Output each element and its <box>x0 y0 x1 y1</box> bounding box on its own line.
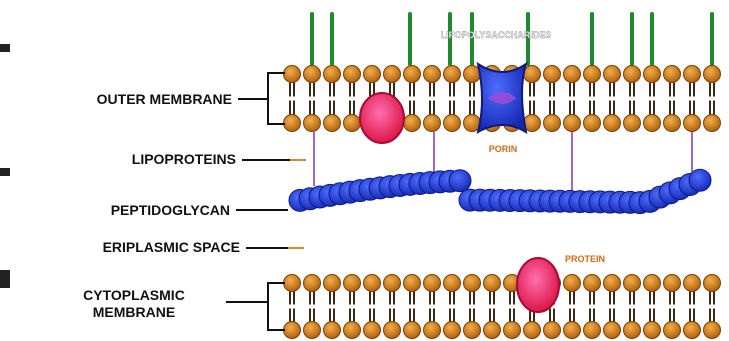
outer-lipid-head <box>404 66 421 83</box>
outer-lipid-head <box>624 115 641 132</box>
peptidoglycan-chain <box>289 169 711 213</box>
cyto-lipid-head <box>624 322 641 339</box>
cyto-lipid-head <box>324 322 341 339</box>
cyto-lipid-head <box>284 275 301 292</box>
outer-lipid-head <box>664 115 681 132</box>
outer-lipid-head <box>344 66 361 83</box>
outer-membrane-protein <box>360 93 404 143</box>
cyto-lipid-head <box>484 275 501 292</box>
cyto-lipid-head <box>704 275 721 292</box>
outer-lipid-head <box>324 115 341 132</box>
cyto-lipid-head <box>524 322 541 339</box>
cyto-lipid-head <box>384 322 401 339</box>
cyto-lipid-head <box>604 275 621 292</box>
outer-lipid-head <box>584 115 601 132</box>
cyto-lipid-head <box>364 322 381 339</box>
cyto-lipid-head <box>284 322 301 339</box>
cyto-lipid-head <box>504 322 521 339</box>
outer-lipid-head <box>284 66 301 83</box>
outer-lipid-head <box>524 66 541 83</box>
outer-membrane-label: OUTER MEMBRANE <box>97 91 232 107</box>
outer-lipid-head <box>384 66 401 83</box>
outer-lipid-head <box>604 66 621 83</box>
outer-lipid-head <box>364 66 381 83</box>
outer-lipid-head <box>564 115 581 132</box>
edge-fragment-3 <box>0 270 10 288</box>
peptidoglycan-label: PEPTIDOGLYCAN <box>111 202 230 218</box>
outer-lipid-head <box>644 66 661 83</box>
cyto-lipid-head <box>444 322 461 339</box>
cyto-lipid-head <box>684 275 701 292</box>
outer-lipid-head <box>444 115 461 132</box>
lipopolysaccharides-label: LIPOPOLYSACCHARIDES <box>441 30 552 40</box>
outer-lipid-head <box>604 115 621 132</box>
cyto-lipid-head <box>464 275 481 292</box>
cyto-lipid-head <box>384 275 401 292</box>
outer-lipid-head <box>444 66 461 83</box>
cyto-lipid-head <box>344 275 361 292</box>
cyto-lipid-head <box>424 322 441 339</box>
outer-lipid-head <box>424 115 441 132</box>
outer-lipid-head <box>324 66 341 83</box>
cytoplasmic-membrane-protein <box>517 258 559 312</box>
cyto-lipid-head <box>584 322 601 339</box>
cyto-lipid-head <box>364 275 381 292</box>
cyto-lipid-head <box>584 275 601 292</box>
cyto-lipid-head <box>404 275 421 292</box>
outer-lipid-head <box>664 66 681 83</box>
outer-lipid-head <box>684 115 701 132</box>
cyto-lipid-head <box>544 322 561 339</box>
cyto-lipid-head <box>644 322 661 339</box>
cyto-lipid-head <box>304 275 321 292</box>
edge-fragment-1 <box>0 44 10 52</box>
cytoplasmic-membrane-label-line2: MEMBRANE <box>93 304 175 320</box>
cytoplasmic-membrane-label-line1: CYTOPLASMIC <box>83 287 185 303</box>
cyto-lipid-head <box>644 275 661 292</box>
porin-label: PORIN <box>489 144 518 154</box>
cyto-lipid-head <box>664 275 681 292</box>
outer-lipid-head <box>424 66 441 83</box>
edge-fragment-2 <box>0 168 10 176</box>
cyto-lipid-head <box>464 322 481 339</box>
cyto-lipid-head <box>424 275 441 292</box>
cyto-lipid-head <box>444 275 461 292</box>
cyto-lipid-head <box>684 322 701 339</box>
cyto-lipid-head <box>664 322 681 339</box>
outer-lipid-head <box>704 115 721 132</box>
outer-lipid-head <box>624 66 641 83</box>
protein-label: PROTEIN <box>565 254 605 264</box>
cyto-lipid-head <box>564 322 581 339</box>
peptidoglycan-bead <box>449 170 471 192</box>
outer-lipid-head <box>584 66 601 83</box>
outer-lipid-head <box>704 66 721 83</box>
porin-channel <box>478 64 526 132</box>
cyto-lipid-head <box>704 322 721 339</box>
outer-lipid-head <box>644 115 661 132</box>
cyto-lipid-head <box>484 322 501 339</box>
outer-lipid-head <box>304 115 321 132</box>
outer-lipid-head <box>344 115 361 132</box>
cyto-lipid-head <box>624 275 641 292</box>
cyto-lipid-head <box>324 275 341 292</box>
outer-lipid-head <box>564 66 581 83</box>
cyto-lipid-head <box>344 322 361 339</box>
outer-lipid-head <box>304 66 321 83</box>
cyto-lipid-head <box>304 322 321 339</box>
cytoplasmic-membrane-bilayer <box>284 275 721 339</box>
outer-lipid-head <box>404 115 421 132</box>
outer-lipid-head <box>544 115 561 132</box>
outer-lipid-head <box>684 66 701 83</box>
cyto-lipid-head <box>604 322 621 339</box>
peptidoglycan-bead <box>689 169 711 191</box>
leader-lines <box>226 73 290 330</box>
periplasmic-space-label: ERIPLASMIC SPACE <box>103 239 240 255</box>
cyto-lipid-head <box>404 322 421 339</box>
outer-lipid-head <box>284 115 301 132</box>
cyto-lipid-head <box>564 275 581 292</box>
lipoproteins-label: LIPOPROTEINS <box>132 151 236 167</box>
outer-lipid-head <box>544 66 561 83</box>
